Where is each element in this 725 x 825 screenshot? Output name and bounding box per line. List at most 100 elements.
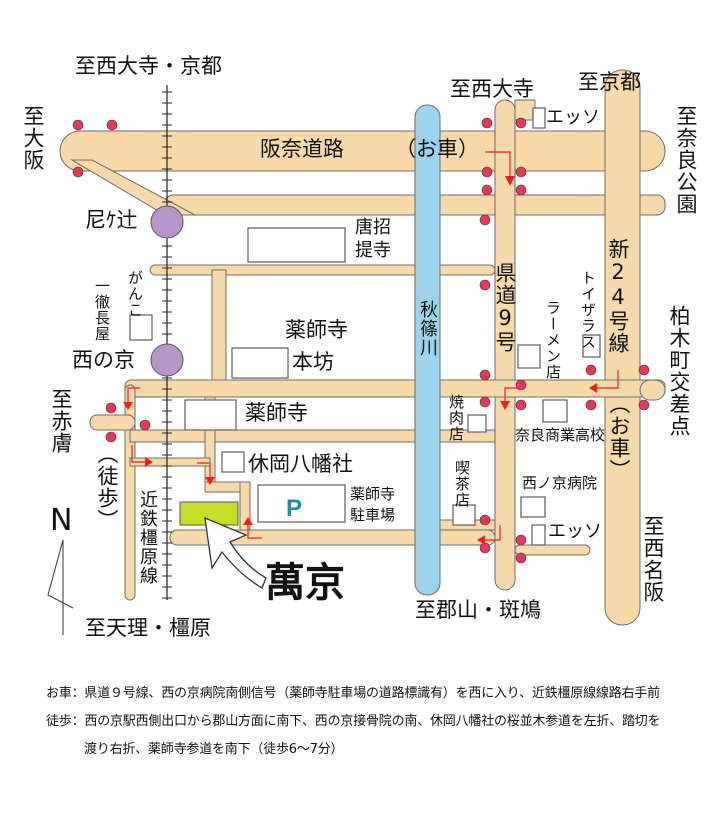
parking-line2: 駐車場 [350, 506, 396, 524]
traffic-signal-dot [105, 431, 117, 443]
walk-arrow-4-head [243, 517, 253, 525]
diagonal-road [70, 159, 196, 216]
traffic-signal-dot [515, 552, 527, 564]
road-segment [149, 264, 496, 276]
walk-arrow-1-head [123, 402, 133, 410]
road-segment [514, 544, 591, 556]
traffic-signal-dot [105, 402, 117, 414]
building [517, 344, 541, 369]
road-segment [211, 269, 227, 391]
traffic-signal-dot [515, 379, 527, 391]
road-segment [129, 429, 496, 443]
parking-line1: 薬師寺 [350, 485, 396, 503]
walk-arrow-3 [197, 462, 211, 480]
building [247, 227, 346, 263]
traffic-signal-dot [72, 166, 84, 178]
station-amagatsuji-label: 尼ｹ辻 [85, 208, 138, 232]
car-arrow-down-head [500, 401, 510, 410]
walk-arrow-2-head [145, 457, 153, 467]
dest-north-saidaiji: 至西大寺 [450, 77, 534, 101]
ittetsu-nagaya: 一徹長屋 [93, 278, 111, 342]
road-segment [494, 99, 516, 591]
building [184, 399, 237, 431]
station-amagatsuji[interactable] [150, 205, 184, 239]
by-car-right: （お車） [607, 393, 631, 481]
traffic-signal-dot [479, 396, 491, 408]
road-segment [639, 379, 666, 401]
station-nishinokyo[interactable] [150, 343, 184, 377]
building [531, 524, 546, 546]
nishinokyo-hospital: 西ノ京病院 [522, 474, 598, 492]
river-name: 秋篠川 [417, 300, 438, 357]
esso-bottom: エッソ [548, 521, 602, 542]
traffic-signal-dot [515, 117, 527, 129]
traffic-signal-dot [585, 399, 597, 411]
dest-north-rail: 至西大寺・京都 [75, 54, 222, 78]
yakushiji-honbo-line2: 本坊 [292, 350, 334, 374]
car-text: 県道９号線、西の京病院南側信号（薬師寺駐車場の道路標識有）を西に入り、近鉄橿原線… [84, 686, 660, 701]
traffic-signal-dot [638, 364, 650, 376]
traffic-signal-dot [106, 119, 118, 131]
walk-arrow-2 [131, 445, 148, 463]
traffic-signal-dot [515, 166, 527, 178]
by-car-top: （お車） [395, 137, 479, 161]
kissaten: 喫茶店 [453, 460, 471, 508]
area-map: P [47, 69, 666, 635]
car-arrow-bottom-head [477, 535, 485, 545]
building [221, 451, 245, 473]
traffic-signal-dot [481, 184, 493, 196]
road-route-24: 新24号線 [606, 238, 630, 354]
traffic-signal-dot [515, 399, 527, 411]
building [520, 496, 546, 518]
directions-legend: お車：県道９号線、西の京病院南側信号（薬師寺駐車場の道路標識有）を西に入り、近鉄… [46, 680, 716, 764]
walk-text-2: 渡り右折、薬師寺参道を南下（徒歩6～7分） [84, 742, 344, 757]
building [129, 314, 153, 341]
yakushiji: 薬師寺 [245, 401, 308, 425]
building [257, 484, 346, 523]
car-directions: お車：県道９号線、西の京病院南側信号（薬師寺駐車場の道路標識有）を西に入り、近鉄… [46, 680, 716, 708]
dest-east-nara-park: 至奈良公園 [674, 105, 698, 215]
dest-west-osaka: 至大阪 [21, 105, 45, 171]
traffic-signal-dot [585, 364, 597, 376]
road-segment [89, 414, 136, 431]
ganko: がんこ [126, 270, 144, 318]
roads [59, 69, 666, 626]
car-arrow-right [595, 370, 619, 389]
traffic-signal-dot [638, 399, 650, 411]
road-prefectural-9: 県道9号 [493, 262, 517, 353]
kashiwagi-intersection: 柏木町交差点 [667, 305, 691, 437]
on-foot: （徒歩） [95, 443, 119, 531]
walk-directions: 徒歩：西の京駅西側出口から郡山方面に南下、西の京接骨院の南、休岡八幡社の桜並木参… [46, 708, 716, 736]
railway-name: 近鉄橿原線 [137, 490, 158, 585]
nara-commercial-high: 奈良商業高校 [515, 426, 606, 444]
road-segment [124, 379, 666, 398]
walk-text-1: 西の京駅西側出口から郡山方面に南下、西の京接骨院の南、休岡八幡社の桜並木参道を左… [84, 714, 661, 729]
building [452, 504, 476, 526]
traffic-signal-dot [139, 419, 151, 431]
dest-west-akahada: 至赤膚 [49, 388, 73, 454]
car-arrow-down [504, 387, 518, 405]
road-hanna: 阪奈道路 [260, 137, 344, 161]
route-arrows [123, 151, 619, 545]
yakushiji-honbo-line1: 薬師寺 [285, 318, 348, 342]
toysrus: トイザラス [579, 270, 597, 350]
dest-south-tenri: 至天理・橿原 [85, 616, 211, 640]
road-segment [604, 69, 641, 626]
road-segment [514, 99, 536, 121]
traffic-signal-dot [515, 184, 527, 196]
building [532, 107, 546, 129]
traffic-signal-dot [479, 514, 491, 526]
traffic-signal-dot [515, 534, 527, 546]
road-segment [59, 130, 666, 172]
dest-south-koriyama: 至郡山・斑鳩 [415, 598, 541, 622]
building [542, 399, 568, 423]
compass-n: N [50, 503, 73, 538]
walk-arrow-4 [247, 522, 262, 539]
north-arrow-icon [47, 539, 74, 635]
road-segment [169, 529, 496, 546]
toshodaiji-line1: 唐招 [355, 217, 391, 238]
car-label: お車： [46, 686, 85, 701]
esso-top: エッソ [546, 107, 600, 128]
yakiniku-shop: 焼肉店 [447, 394, 465, 442]
car-arrow-top [485, 151, 511, 180]
